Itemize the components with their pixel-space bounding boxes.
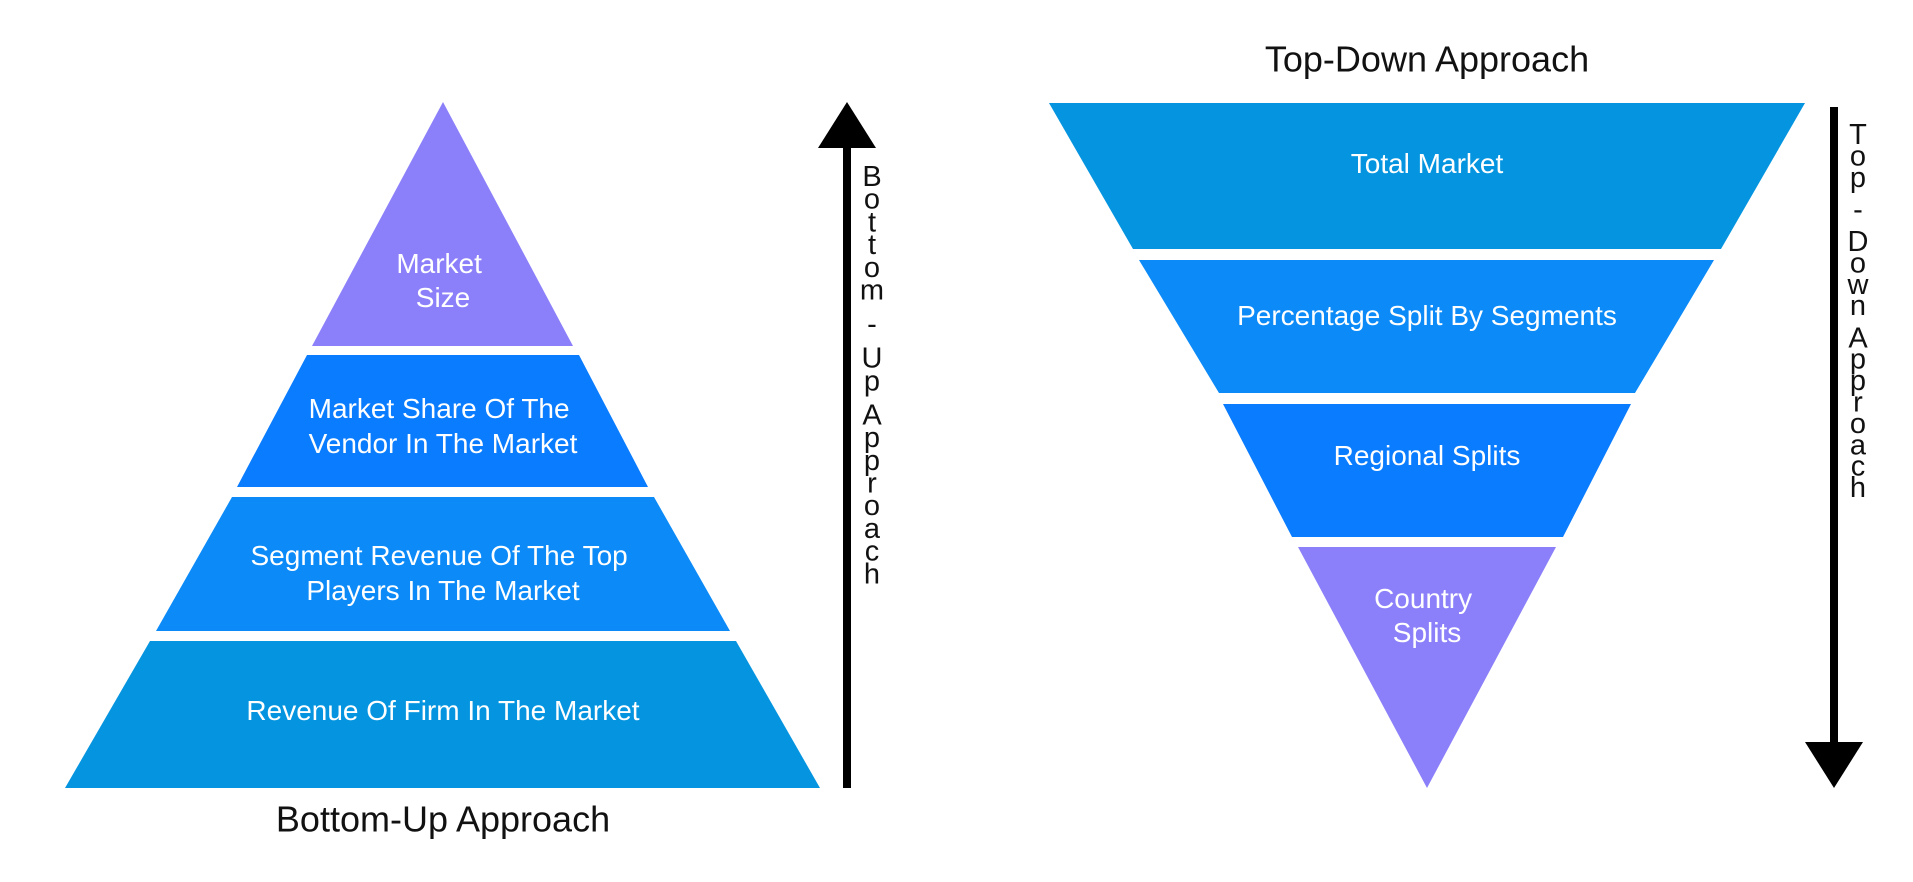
pyramid-layer-market-size [312, 102, 573, 346]
top-down-funnel: Total Market Percentage Split By Segment… [1049, 103, 1805, 788]
pyramid-layer-segment-revenue [156, 497, 730, 631]
funnel-layer-segments [1139, 260, 1714, 393]
pyramid-layer-firm-revenue-text: Revenue Of Firm In The Market [246, 695, 639, 726]
funnel-layer-regional [1223, 404, 1631, 537]
pyramid-layer-vendor-share-text: Market Share Of The Vendor In The Market [309, 393, 578, 459]
pyramid-layer-segment-revenue-text: Segment Revenue Of The Top Players In Th… [251, 540, 636, 606]
funnel-layer-total-market-text: Total Market [1351, 148, 1504, 179]
pyramid-layer-firm-revenue [65, 641, 820, 788]
funnel-layer-regional-text: Regional Splits [1334, 440, 1521, 471]
pyramid-layer-market-size-text: Market Size [396, 248, 489, 313]
bottom-up-caption: Bottom-Up Approach [276, 799, 610, 840]
funnel-layer-country [1298, 547, 1556, 788]
bottom-up-pyramid: Market Size Market Share Of The Vendor I… [65, 102, 820, 788]
top-down-caption: Top-Down Approach [1265, 39, 1589, 80]
bottom-up-arrow-head [818, 102, 876, 148]
funnel-layer-segments-text: Percentage Split By Segments [1237, 300, 1617, 331]
funnel-layer-country-text: Country Splits [1374, 583, 1480, 648]
top-down-arrow-head [1805, 742, 1863, 788]
pyramid-layer-vendor-share [237, 355, 648, 487]
funnel-layer-total-market [1049, 103, 1805, 249]
